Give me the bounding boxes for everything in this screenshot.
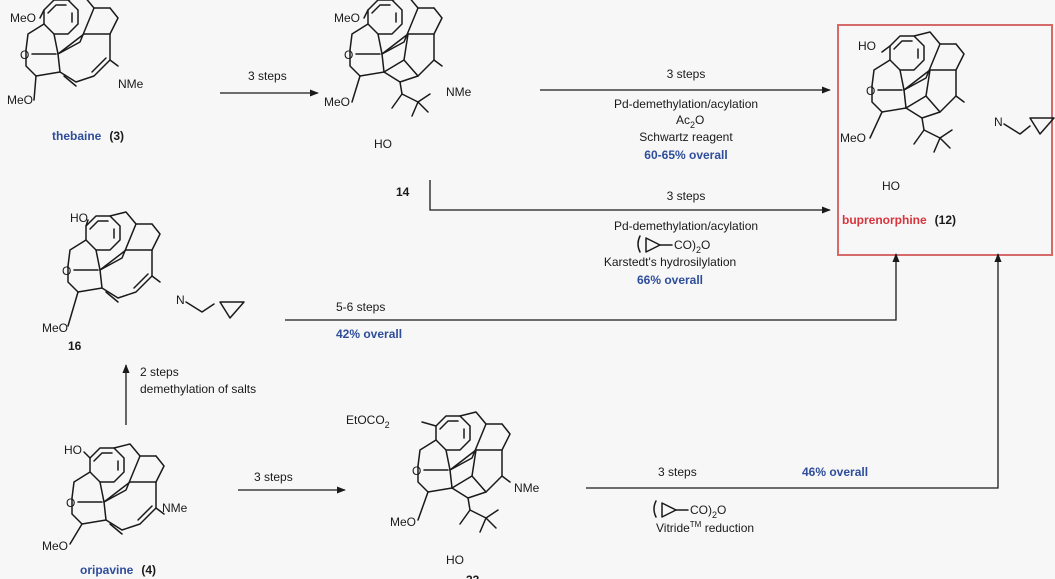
compound-buprenorphine: HO O MeO HO N buprenorphine (12) xyxy=(840,31,1055,228)
c33-top-substituent: EtOCO2 xyxy=(346,413,390,430)
oripavine-name: oripavine xyxy=(80,563,134,577)
arrow-16-to-bup xyxy=(285,253,900,321)
step-33-bup-vitride: VitrideTM reduction xyxy=(656,520,754,535)
step-14-bup-bottom-line3: Karstedt's hydrosilylation xyxy=(604,255,736,269)
c16-number: 16 xyxy=(68,339,82,353)
oripavine-top-substituent: HO xyxy=(64,443,82,457)
thebaine-label: thebaine (3) xyxy=(52,127,124,144)
oripavine-amine: NMe xyxy=(162,501,188,515)
ring-oxygen: O xyxy=(866,84,875,98)
bup-label: buprenorphine (12) xyxy=(842,211,956,228)
step-16-bup-yield: 42% overall xyxy=(336,327,402,341)
bup-hydroxy: HO xyxy=(882,179,900,193)
cyclopropyl-reagent-icon xyxy=(653,500,689,518)
compound-33: EtOCO2 O MeO HO NMe 33 xyxy=(346,411,540,579)
step-thebaine-to-14-label: 3 steps xyxy=(248,69,287,83)
ring-oxygen: O xyxy=(344,48,353,62)
c16-bottom-substituent: MeO xyxy=(42,321,68,335)
c14-top-substituent: MeO xyxy=(334,11,360,25)
step-33-bup-label: 3 steps xyxy=(658,465,697,479)
arrow-33-to-bup xyxy=(586,253,1002,489)
target-box xyxy=(837,24,1053,256)
step-14-bup-top-line3: Schwartz reagent xyxy=(639,130,733,144)
c33-number: 33 xyxy=(466,573,480,579)
step-oripavine-16-line2: demethylation of salts xyxy=(140,382,256,396)
compound-oripavine: HO O MeO NMe oripavine (4) xyxy=(42,443,188,578)
bup-amine: N xyxy=(994,115,1003,129)
c33-bottom-substituent: MeO xyxy=(390,515,416,529)
oripavine-label: oripavine (4) xyxy=(80,561,156,578)
step-14-bup-top-line1: Pd-demethylation/acylation xyxy=(614,97,758,111)
ring-oxygen: O xyxy=(62,264,71,278)
bup-name: buprenorphine xyxy=(842,213,927,227)
compound-thebaine: MeO O MeO NMe thebaine (3) xyxy=(7,0,144,144)
compound-16: HO O MeO N 16 xyxy=(42,211,245,353)
step-14-bup-bottom-yield: 66% overall xyxy=(637,273,703,287)
c16-top-substituent: HO xyxy=(70,211,88,225)
thebaine-number: (3) xyxy=(109,129,124,143)
oripavine-bottom-substituent: MeO xyxy=(42,539,68,553)
ring-oxygen: O xyxy=(412,464,421,478)
compound-14: MeO O MeO HO NMe 14 xyxy=(324,0,472,199)
bup-top-substituent: HO xyxy=(858,39,876,53)
step-16-bup-label: 5-6 steps xyxy=(336,300,385,314)
step-14-bup-top-yield: 60-65% overall xyxy=(644,148,727,162)
ring-oxygen: O xyxy=(20,48,29,62)
oripavine-number: (4) xyxy=(141,563,156,577)
step-33-bup-yield: 46% overall xyxy=(802,465,868,479)
step-14-bup-bottom-label: 3 steps xyxy=(667,189,706,203)
step-14-bup-top-ac2o: Ac2O xyxy=(676,113,704,130)
c33-amine: NMe xyxy=(514,481,540,495)
step-14-bup-bottom-line1: Pd-demethylation/acylation xyxy=(614,219,758,233)
thebaine-top-substituent: MeO xyxy=(10,11,36,25)
c16-amine: N xyxy=(176,293,185,307)
step-oripavine-16-label: 2 steps xyxy=(140,365,179,379)
bup-number: (12) xyxy=(935,213,956,227)
c33-hydroxy: HO xyxy=(446,553,464,567)
step-14-bup-top-label: 3 steps xyxy=(667,67,706,81)
step-14-bup-bottom-reagent: CO)2O xyxy=(674,238,710,255)
step-33-bup-reagent: CO)2O xyxy=(690,503,726,520)
bup-bottom-substituent: MeO xyxy=(840,131,866,145)
step-oripavine-33-label: 3 steps xyxy=(254,470,293,484)
c14-hydroxy: HO xyxy=(374,137,392,151)
c14-number: 14 xyxy=(396,185,410,199)
c14-bottom-substituent: MeO xyxy=(324,95,350,109)
c14-amine: NMe xyxy=(446,85,472,99)
ring-oxygen: O xyxy=(66,496,75,510)
arrow-14-to-bup-bottom xyxy=(429,180,831,214)
cyclopropyl-reagent-icon xyxy=(637,235,673,253)
thebaine-name: thebaine xyxy=(52,129,102,143)
thebaine-amine: NMe xyxy=(118,77,144,91)
thebaine-bottom-substituent: MeO xyxy=(7,93,33,107)
